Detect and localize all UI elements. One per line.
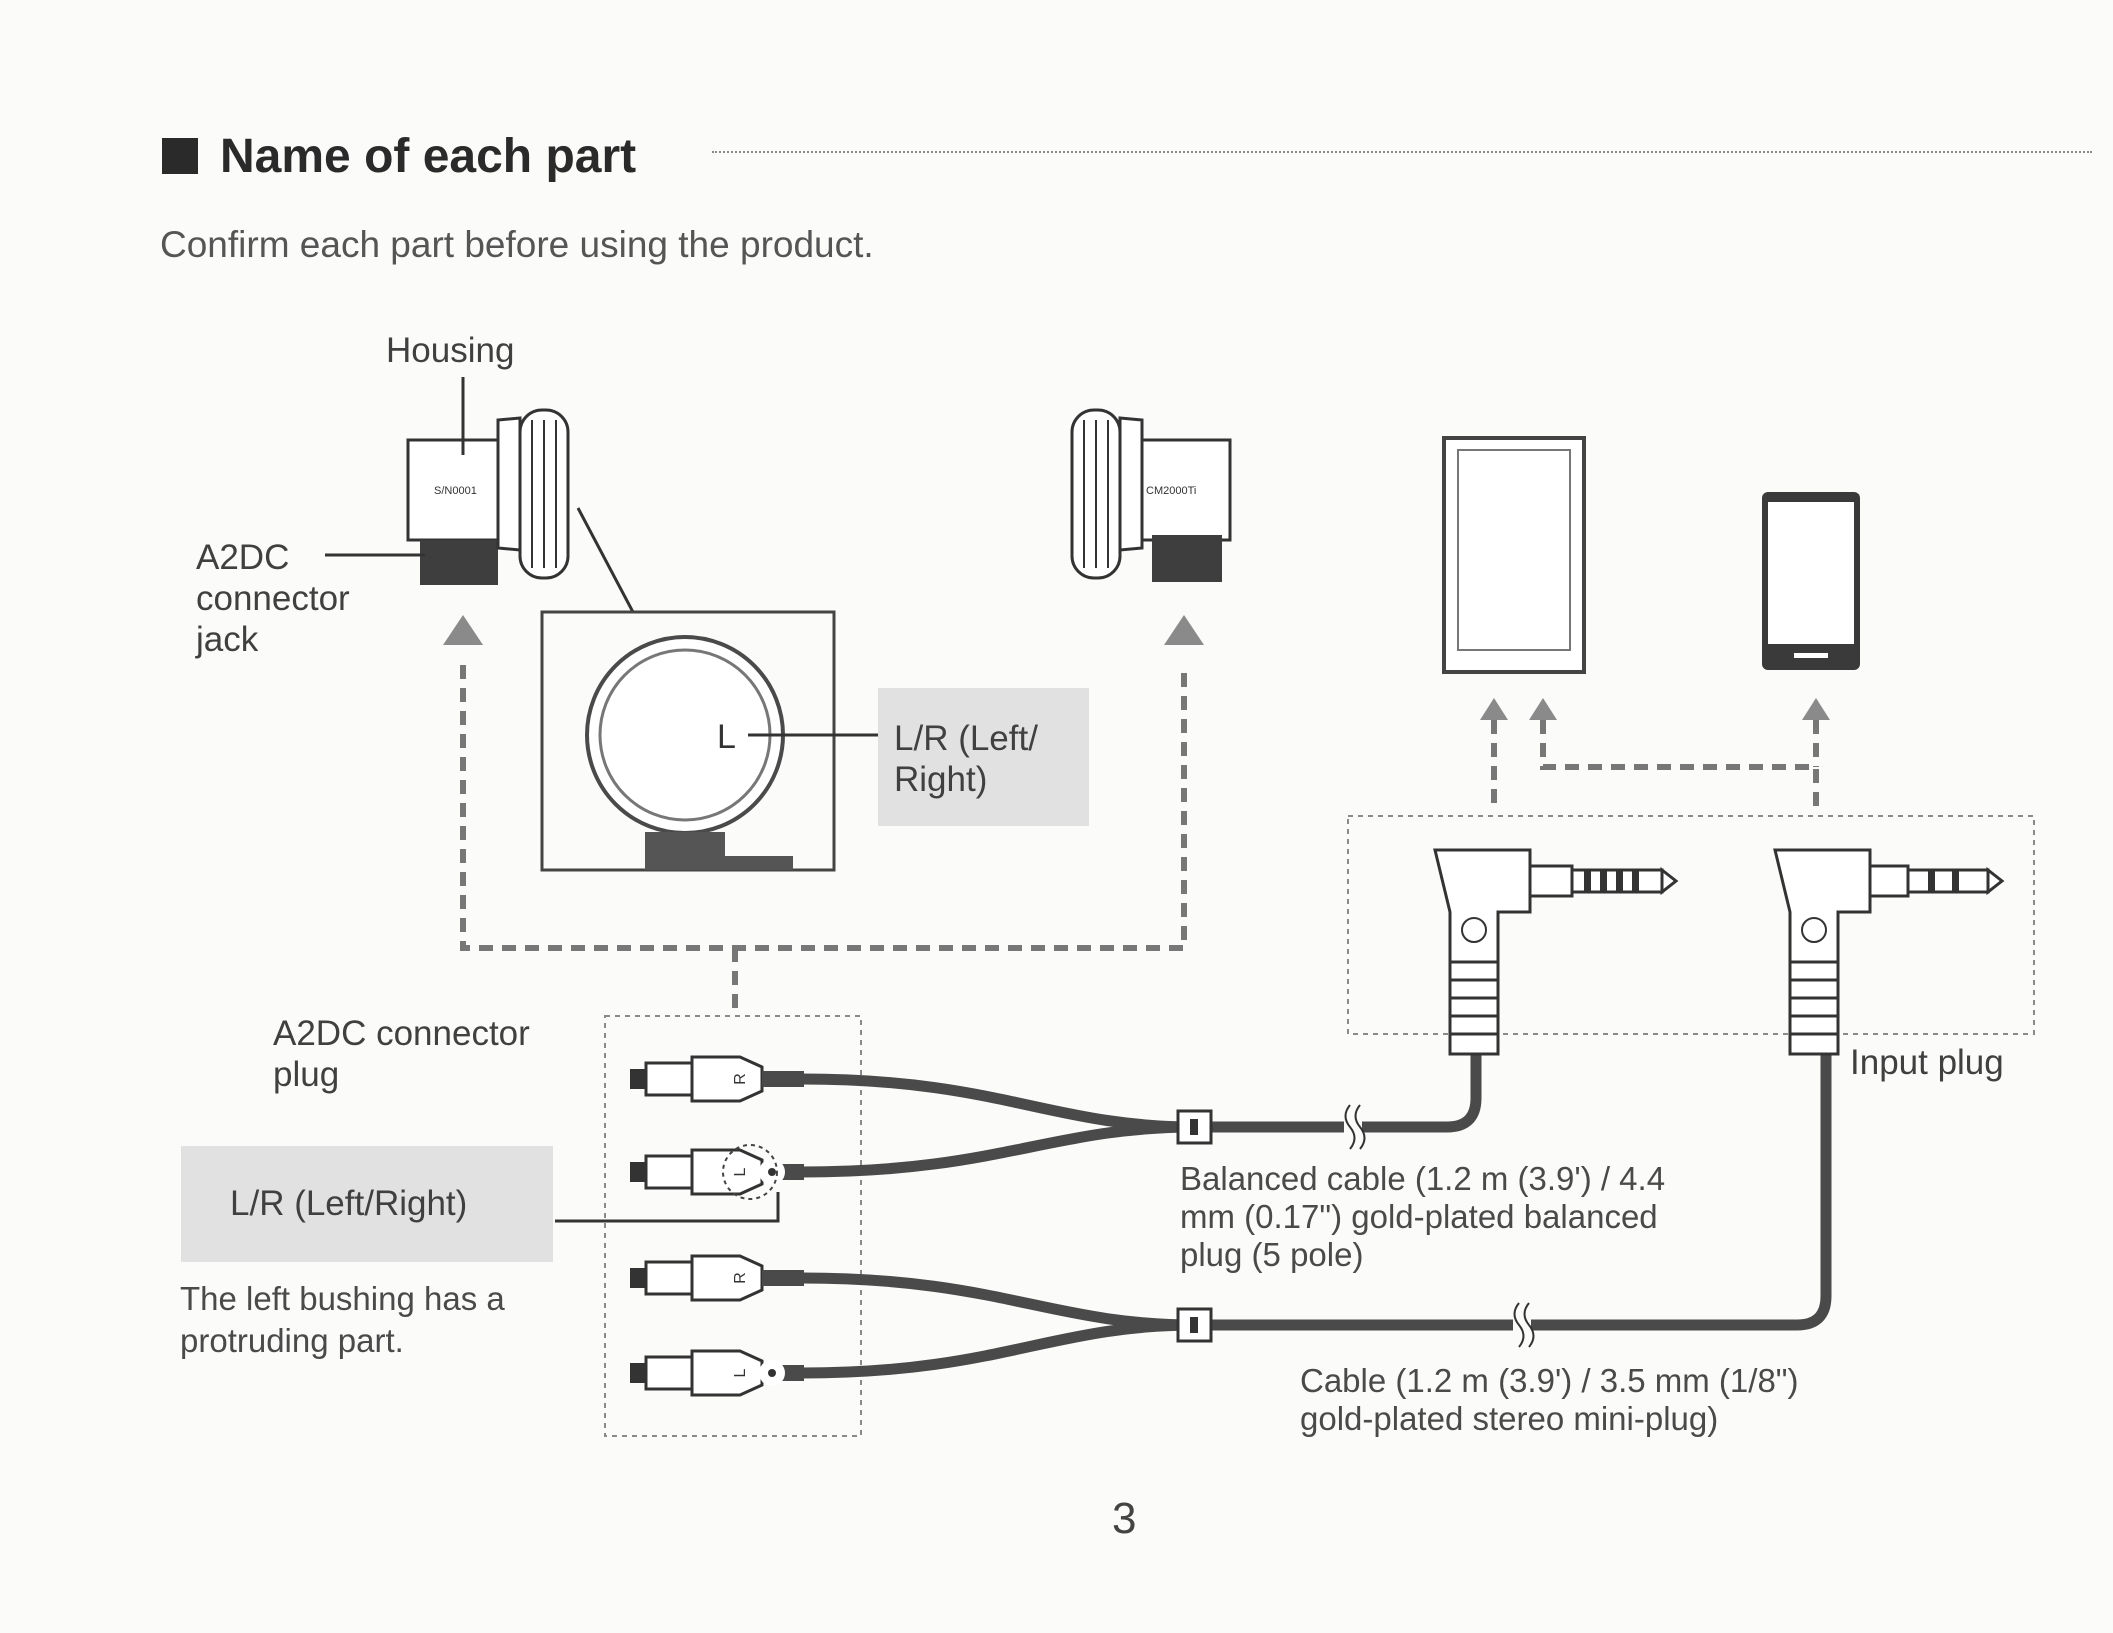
a2dc-jack-label: A2DC connector jack	[196, 537, 350, 660]
serial-number-text: S/N0001	[434, 485, 477, 497]
plug-mark-r: R	[732, 1272, 749, 1284]
callout-box	[540, 507, 878, 872]
plug-mark-r: R	[732, 1073, 749, 1085]
bushing-note: The left bushing has a protruding part.	[180, 1278, 505, 1362]
lr-bottom-leader	[555, 1192, 780, 1223]
label-line: plug (5 pole)	[1180, 1236, 1364, 1273]
label-line: A2DC	[196, 538, 290, 577]
a2dc-plug-left-1: L	[630, 1144, 804, 1200]
balanced-cable-label: Balanced cable (1.2 m (3.9') / 4.4 mm (0…	[1180, 1160, 1665, 1274]
heading-rule	[712, 151, 2092, 153]
label-line: Balanced cable (1.2 m (3.9') / 4.4	[1180, 1160, 1666, 1197]
balanced-cable	[801, 1025, 1482, 1178]
label-line: Cable (1.2 m (3.9') / 3.5 mm (1/8")	[1300, 1362, 1799, 1399]
stereo-cable-label: Cable (1.2 m (3.9') / 3.5 mm (1/8") gold…	[1300, 1362, 1799, 1438]
stereo-input-plug-icon	[1773, 848, 2005, 1056]
dotted-boxes	[604, 815, 2035, 1437]
a2dc-plug-left-2: L	[630, 1349, 804, 1397]
lr-bottom-label-shade	[181, 1146, 553, 1262]
plug-mark-l: L	[732, 1167, 749, 1176]
cable-splitters	[1176, 1109, 1213, 1343]
housing-label: Housing	[386, 331, 515, 370]
label-line: The left bushing has a	[180, 1280, 505, 1317]
label-line: Right)	[894, 760, 988, 799]
section-title: Name of each part	[220, 129, 637, 183]
smartphone-icon	[1762, 492, 1860, 670]
connection-guides	[460, 665, 1819, 1012]
section-heading: Name of each part	[162, 124, 636, 188]
balanced-input-plug-icon	[1433, 848, 1679, 1056]
label-line: gold-plated stereo mini-plug)	[1300, 1400, 1719, 1437]
left-earpiece-icon	[406, 408, 570, 585]
label-line: jack	[196, 620, 259, 659]
a2dc-plug-label: A2DC connector plug	[273, 1013, 530, 1095]
stereo-cable	[801, 1052, 1832, 1379]
label-line: L/R (Left/	[894, 719, 1038, 758]
plug-mark-l: L	[732, 1368, 749, 1377]
intro-text: Confirm each part before using the produ…	[160, 224, 874, 265]
a2dc-plug-right-2: R	[630, 1254, 804, 1302]
label-line: mm (0.17") gold-plated balanced	[1180, 1198, 1658, 1235]
label-line: connector	[196, 579, 350, 618]
input-plug-label: Input plug	[1850, 1043, 2004, 1082]
lr-bottom-label: L/R (Left/Right)	[230, 1184, 468, 1223]
right-earpiece-icon	[1070, 408, 1232, 582]
label-line: protruding part.	[180, 1322, 404, 1359]
label-line: plug	[273, 1055, 340, 1094]
heading-square-icon	[162, 138, 198, 174]
label-line: A2DC connector	[273, 1014, 530, 1053]
cable-break-marks	[1344, 1104, 1535, 1348]
guide-arrowheads	[443, 615, 1830, 720]
channel-mark-l: L	[717, 718, 736, 756]
lr-top-label: L/R (Left/ Right)	[894, 718, 1038, 800]
page-number: 3	[1112, 1494, 1137, 1543]
lr-top-label-shade	[878, 688, 1089, 826]
a2dc-plug-right-1: R	[630, 1055, 804, 1103]
model-text: CM2000Ti	[1146, 485, 1196, 497]
audio-player-icon	[1442, 436, 1586, 674]
